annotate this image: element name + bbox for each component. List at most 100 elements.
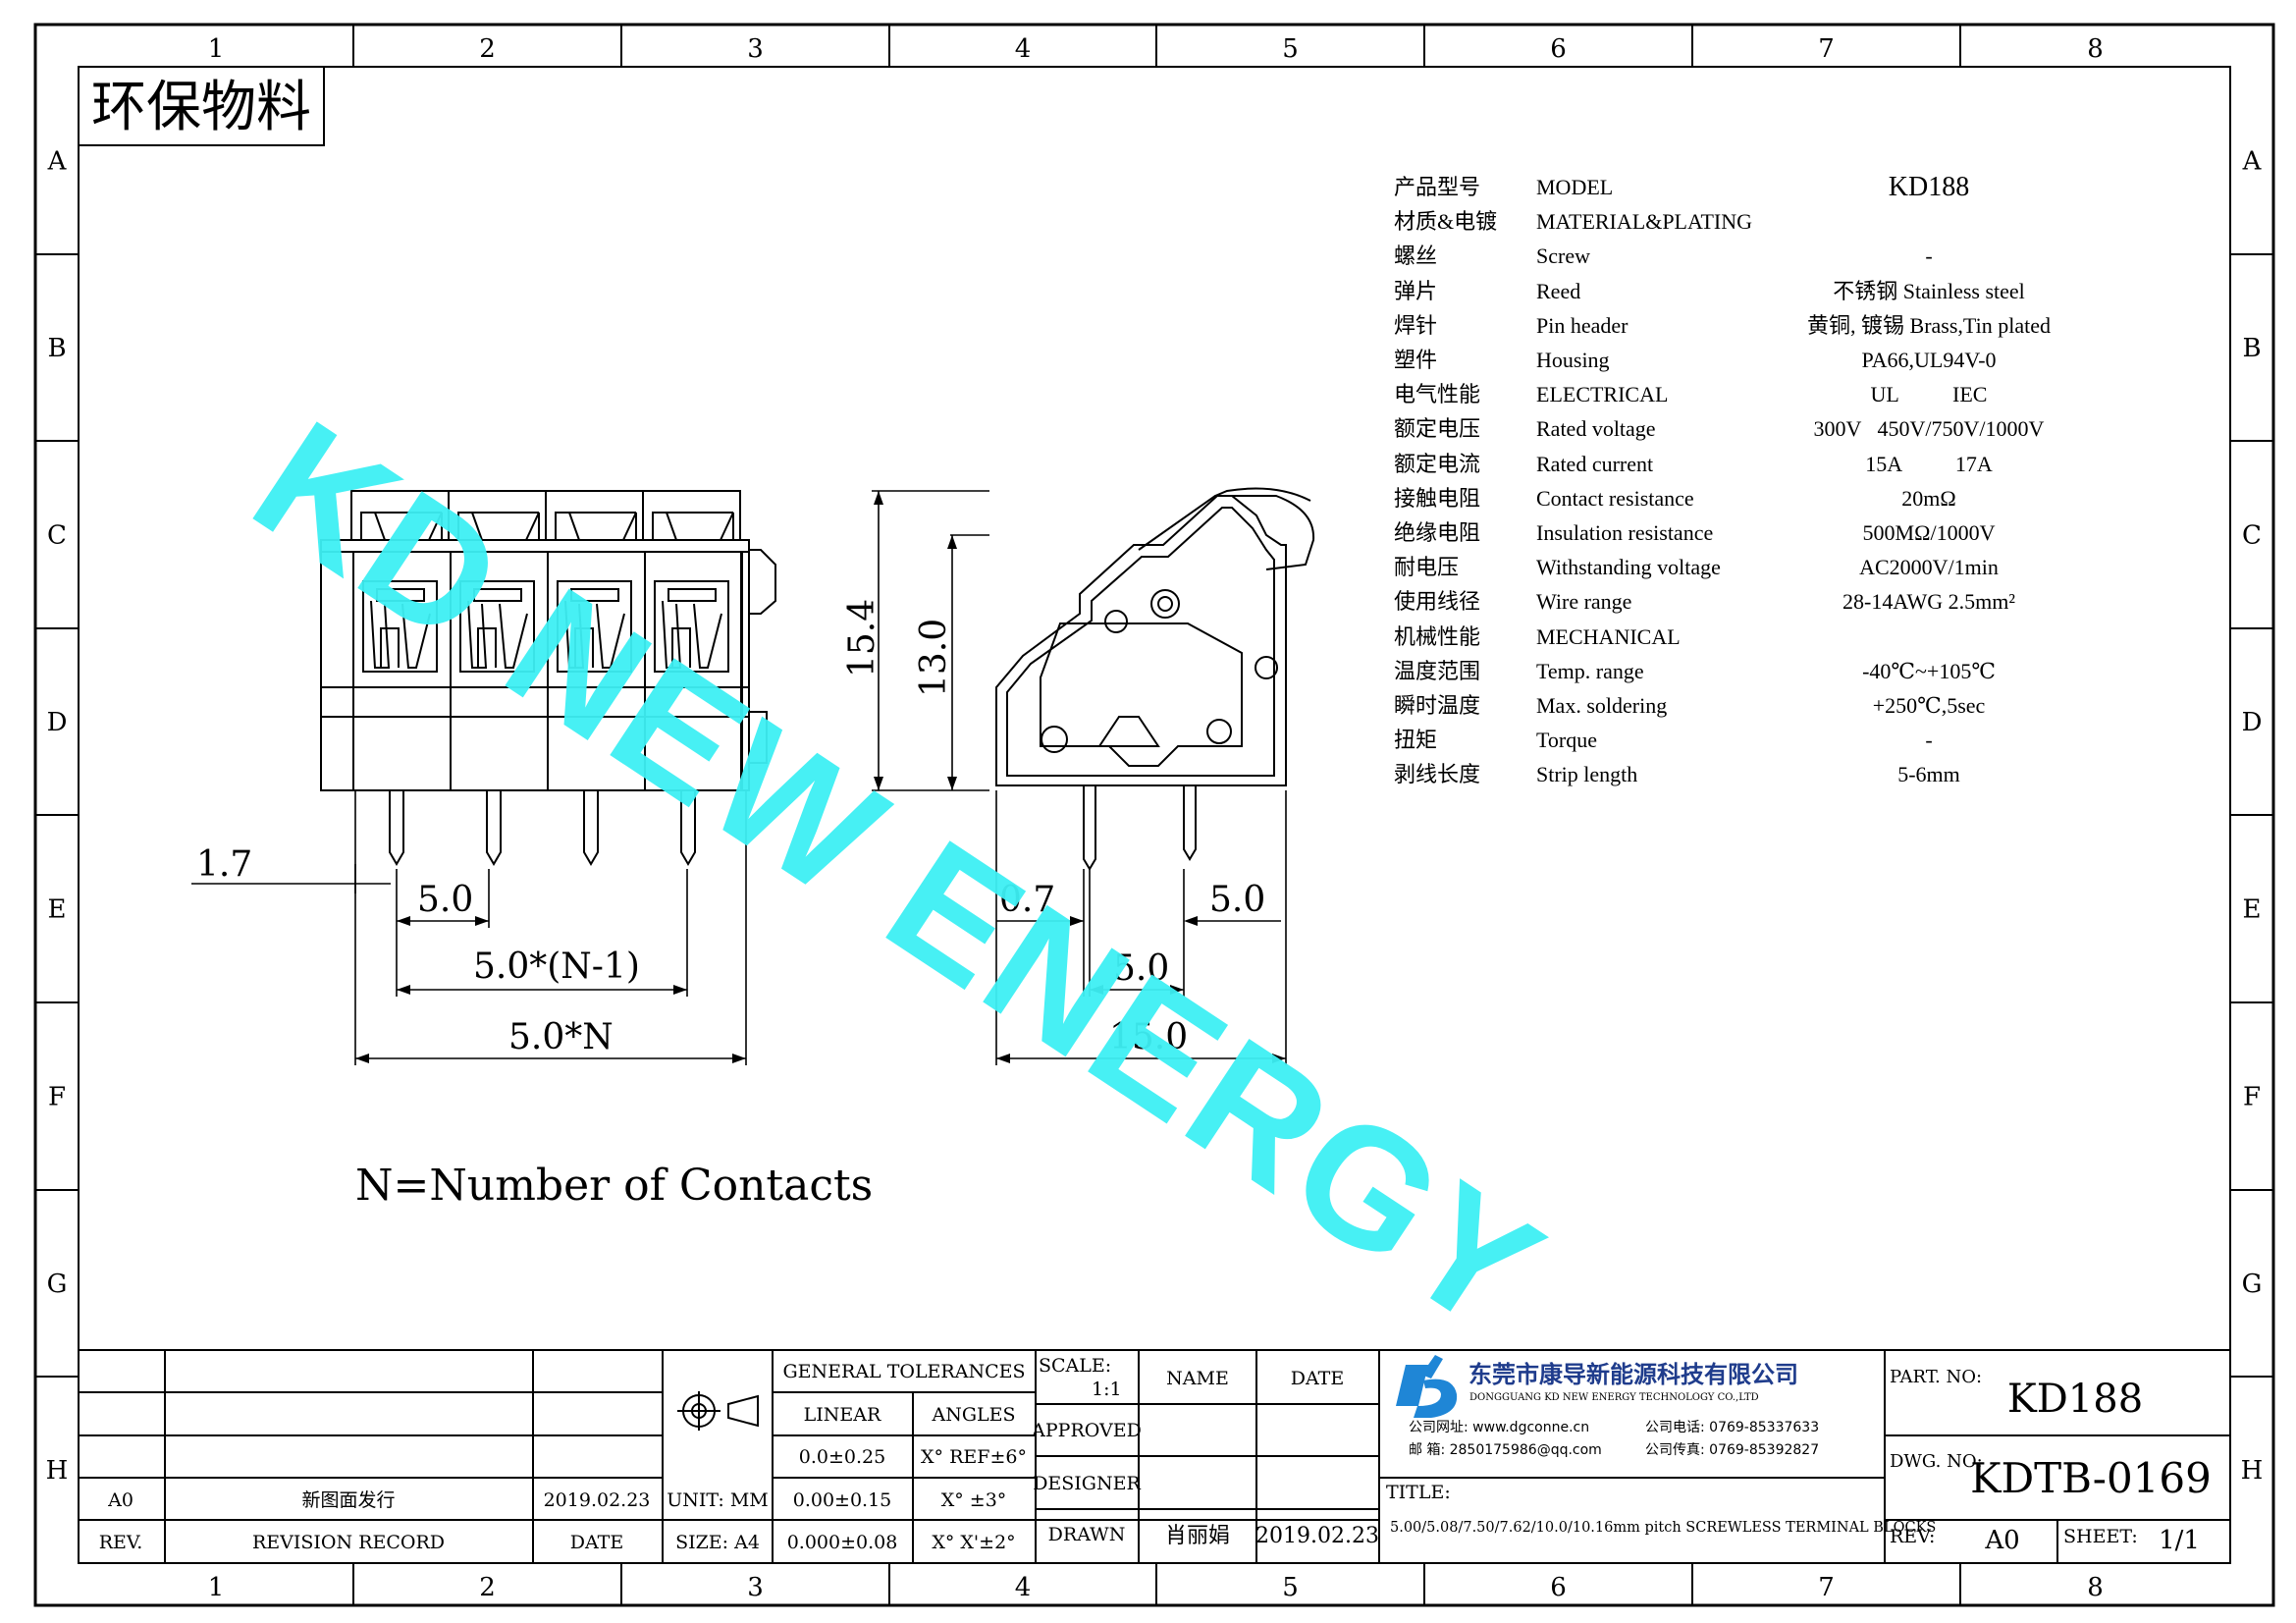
- grid-col-label: 5: [1282, 34, 1299, 64]
- dim-side-width: 15.0: [1109, 1017, 1188, 1057]
- spec-label-en: Insulation resistance: [1536, 520, 1714, 545]
- rev-label: REV.: [99, 1532, 143, 1553]
- spec-value: 15A 17A: [1865, 451, 1993, 476]
- projection-symbol-icon: [677, 1391, 759, 1431]
- spec-label-en: Rated current: [1536, 451, 1654, 476]
- spec-label-cn: 耐电压: [1394, 555, 1460, 580]
- grid-col-label: 6: [1550, 34, 1567, 64]
- grid-col-label: 1: [208, 1573, 225, 1602]
- dim-front-offset: 1.7: [196, 844, 252, 885]
- grid-col-label: 1: [208, 34, 225, 64]
- linear-tol-3: 0.000±0.08: [787, 1532, 898, 1553]
- side-dimensions: [872, 490, 1287, 1065]
- spec-value: 5-6mm: [1897, 762, 1960, 787]
- spec-label-en: MATERIAL&PLATING: [1536, 209, 1752, 235]
- dwg-no: KDTB-0169: [1970, 1454, 2212, 1502]
- spec-value: KD188: [1888, 172, 1970, 202]
- spec-label-en: Housing: [1536, 348, 1610, 372]
- dim-side-pitch: 5.0: [1113, 948, 1169, 989]
- dim-front-width: 5.0*N: [508, 1017, 614, 1057]
- spec-label-cn: 使用线径: [1394, 589, 1481, 615]
- stamp-text: 环保物料: [91, 76, 311, 139]
- title-block-lines: [78, 1349, 2231, 1564]
- part-no: KD188: [2007, 1377, 2143, 1422]
- spec-label-cn: 温度范围: [1394, 658, 1481, 683]
- grid-col-label: 2: [479, 34, 496, 64]
- spec-label-en: Reed: [1536, 278, 1581, 303]
- grid-row-label: G: [2242, 1270, 2263, 1299]
- title-label: TITLE:: [1386, 1482, 1451, 1503]
- grid-row-label: B: [47, 334, 66, 363]
- spec-label-en: Rated voltage: [1536, 416, 1656, 442]
- grid-ticks: [35, 25, 2273, 1605]
- stamp-box: [78, 66, 325, 146]
- date-label: DATE: [570, 1532, 623, 1553]
- grid-row-label: D: [47, 708, 68, 737]
- spec-value: 黄铜, 镀锡 Brass,Tin plated: [1807, 312, 2051, 338]
- spec-value: 300V 450V/750V/1000V: [1813, 416, 2045, 442]
- front-dimensions: [191, 790, 747, 1065]
- scale-value: 1:1: [1092, 1379, 1122, 1400]
- grid-row-label: G: [47, 1270, 68, 1299]
- spec-value: AC2000V/1min: [1859, 555, 1999, 580]
- spec-label-en: Contact resistance: [1536, 485, 1694, 511]
- grid-row-label: A: [2242, 147, 2263, 177]
- grid-row-label: E: [2243, 895, 2262, 925]
- grid-col-label: 7: [1818, 1573, 1835, 1602]
- spec-label-cn: 材质&电镀: [1394, 209, 1498, 235]
- grid-row-label: F: [48, 1083, 66, 1112]
- spec-label-en: Temp. range: [1536, 658, 1644, 683]
- rev-date: 2019.02.23: [544, 1489, 651, 1511]
- grid-row-label: H: [2241, 1456, 2264, 1486]
- contacts-note: N=Number of Contacts: [355, 1161, 873, 1211]
- linear-tol-2: 0.00±0.15: [793, 1489, 892, 1511]
- spec-value: -: [1925, 728, 1933, 753]
- part-no-label: PART. NO:: [1890, 1367, 1982, 1387]
- linear-tol-1: 0.0±0.25: [799, 1446, 885, 1468]
- dim-side-pin: 0.7: [999, 880, 1055, 920]
- spec-value: PA66,UL94V-0: [1861, 348, 1997, 372]
- spec-label-en: Max. soldering: [1536, 693, 1668, 718]
- spec-label-cn: 额定电压: [1394, 416, 1481, 442]
- company-fax: 公司传真: 0769-85392827: [1645, 1442, 1819, 1458]
- unit-label: UNIT: MM: [667, 1489, 769, 1511]
- grid-row-label: C: [2242, 521, 2262, 551]
- sheet-number: 1/1: [2159, 1526, 2200, 1555]
- angle-tol-2: X° ±3°: [941, 1489, 1007, 1511]
- scale-label: SCALE:: [1039, 1355, 1111, 1377]
- side-view: [995, 487, 1315, 871]
- spec-label-cn: 剥线长度: [1394, 762, 1481, 787]
- name-header: NAME: [1166, 1368, 1229, 1389]
- side-arrows: [874, 491, 1286, 1063]
- size-label: SIZE: A4: [675, 1532, 760, 1553]
- grid-col-label: 8: [2087, 34, 2104, 64]
- grid-row-label: E: [48, 895, 67, 925]
- spec-label-cn: 机械性能: [1394, 623, 1481, 649]
- company-website: 公司网址: www.dgconne.cn: [1409, 1420, 1589, 1435]
- company-name-en: DONGGUANG KD NEW ENERGY TECHNOLOGY CO.,L…: [1469, 1392, 1759, 1403]
- grid-row-label: C: [47, 521, 67, 551]
- spec-value: +250℃,5sec: [1872, 693, 1986, 718]
- approved-label: APPROVED: [1031, 1420, 1142, 1441]
- spec-label-cn: 瞬时温度: [1394, 693, 1481, 718]
- grid-row-label: D: [2242, 708, 2263, 737]
- rev-field: A0: [1984, 1526, 2019, 1555]
- grid-row-label: H: [46, 1456, 69, 1486]
- rev-field-label: REV:: [1890, 1526, 1935, 1547]
- spec-label-cn: 塑件: [1394, 348, 1438, 372]
- grid-col-label: 5: [1282, 1573, 1299, 1602]
- grid-row-label: A: [47, 147, 68, 177]
- spec-label-en: ELECTRICAL: [1536, 382, 1669, 407]
- drawn-name: 肖丽娟: [1165, 1524, 1230, 1548]
- linear-label: LINEAR: [804, 1404, 881, 1426]
- company-name-cn: 东莞市康导新能源科技有限公司: [1468, 1361, 1798, 1388]
- spec-label-en: Torque: [1536, 728, 1597, 753]
- spec-label-cn: 焊针: [1394, 312, 1438, 338]
- grid-col-label: 2: [479, 1573, 496, 1602]
- spec-value: UL IEC: [1870, 382, 1988, 407]
- spec-value: 28-14AWG 2.5mm²: [1842, 589, 2015, 615]
- spec-value: 500MΩ/1000V: [1862, 520, 1996, 545]
- spec-label-en: MECHANICAL: [1536, 623, 1681, 649]
- grid-col-label: 8: [2087, 1573, 2104, 1602]
